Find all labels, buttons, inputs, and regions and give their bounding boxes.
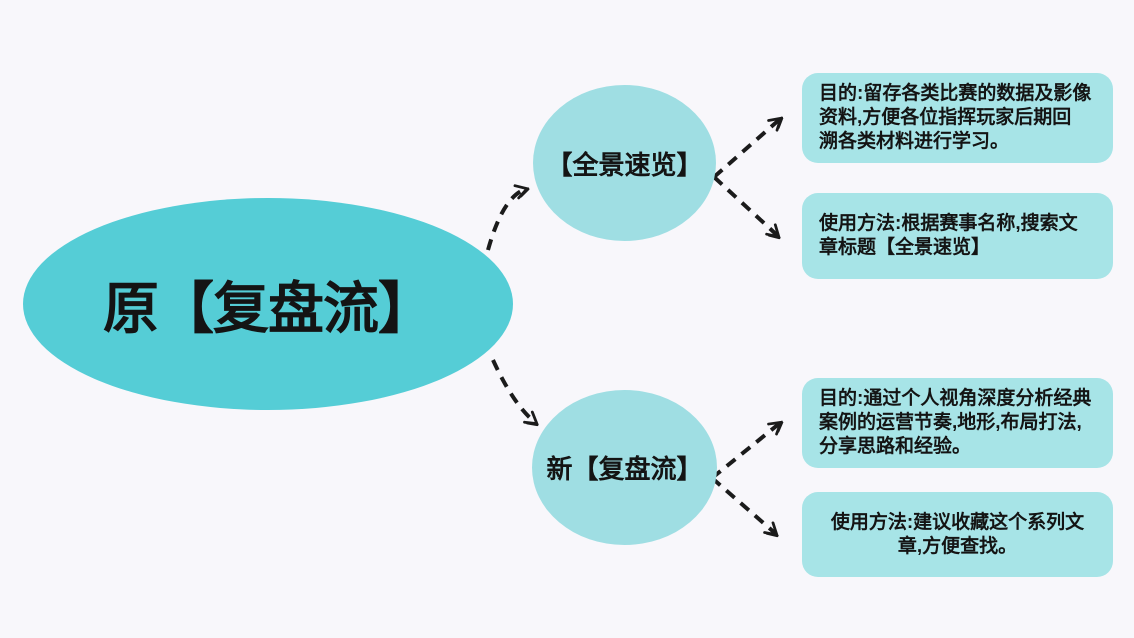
branch-node-xinfupan: 新【复盘流】	[532, 390, 717, 545]
arrow-root-to-xinfupan	[491, 359, 536, 423]
note-line: 章,方便查找。	[897, 535, 1018, 557]
note-line: 目的:通过个人视角深度分析经典	[819, 388, 1092, 409]
arrow-quanjing-to-purpose	[712, 119, 780, 179]
branch-node-quanjing-label: 【全景速览】	[546, 149, 703, 180]
note-line: 使用方法:建议收藏这个系列文	[830, 511, 1085, 533]
note-box-xinfupan-usage: 使用方法:建议收藏这个系列文 章,方便查找。	[802, 492, 1113, 577]
note-line: 案例的运营节奏,地形,布局打法,	[819, 412, 1082, 433]
arrow-quanjing-to-usage	[712, 175, 778, 236]
branch-node-quanjing: 【全景速览】	[533, 85, 716, 241]
note-box-quanjing-usage: 使用方法:根据赛事名称,搜索文 章标题【全景速览】	[802, 193, 1113, 279]
note-line: 溯各类材料进行学习。	[819, 131, 1010, 152]
note-line: 分享思路和经验。	[819, 436, 972, 457]
root-node-label: 原【复盘流】	[103, 276, 434, 340]
note-line: 资料,方便各位指挥玩家后期回	[819, 107, 1072, 128]
note-line: 使用方法:根据赛事名称,搜索文	[819, 213, 1078, 234]
root-node: 原【复盘流】	[23, 198, 513, 410]
note-box-quanjing-purpose: 目的:留存各类比赛的数据及影像 资料,方便各位指挥玩家后期回 溯各类材料进行学习…	[802, 73, 1113, 163]
arrow-xinfupan-to-purpose	[710, 423, 780, 480]
note-line: 章标题【全景速览】	[819, 237, 991, 258]
branch-node-xinfupan-label: 新【复盘流】	[546, 454, 703, 484]
arrow-root-to-quanjing	[486, 189, 526, 251]
note-box-xinfupan-purpose: 目的:通过个人视角深度分析经典 案例的运营节奏,地形,布局打法, 分享思路和经验…	[802, 378, 1113, 468]
arrow-xinfupan-to-usage	[710, 476, 776, 534]
note-line: 目的:留存各类比赛的数据及影像	[819, 83, 1092, 104]
